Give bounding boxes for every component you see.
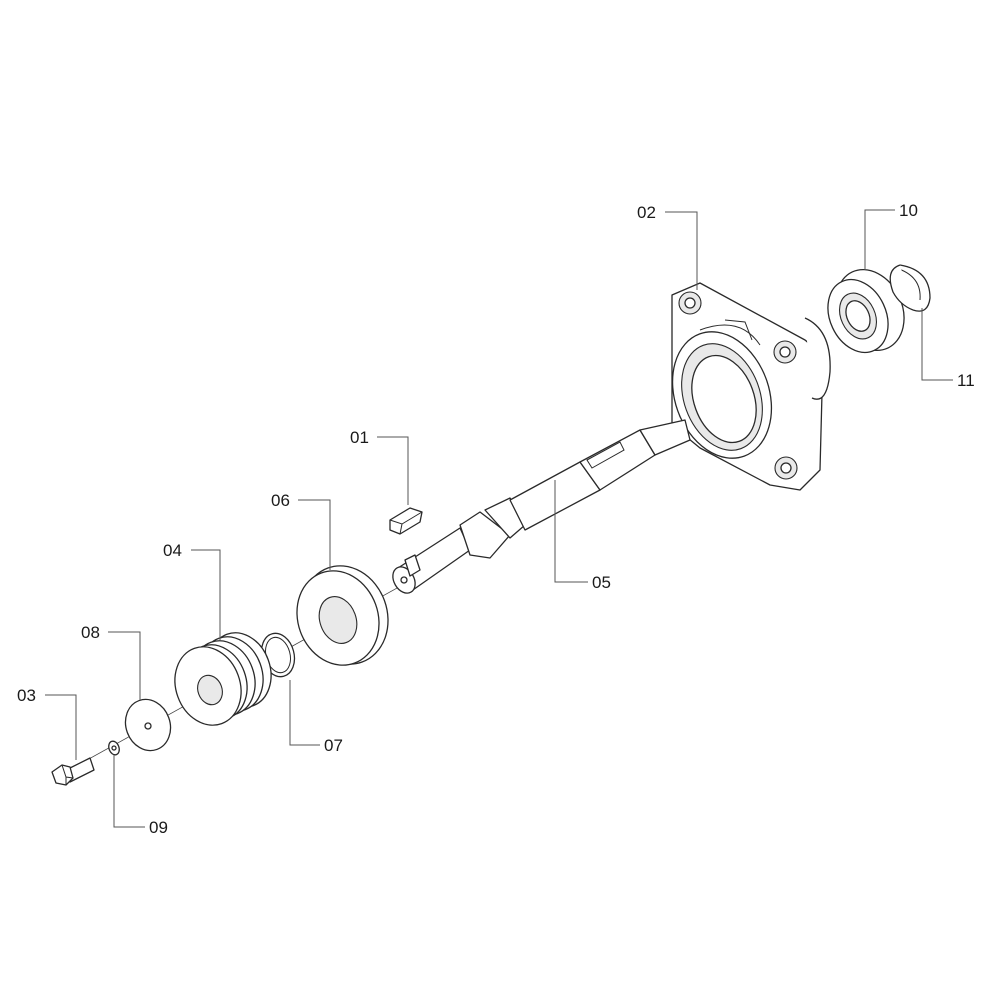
part-key: [389, 507, 423, 535]
part-circlip-large: [889, 264, 931, 312]
part-shaft: [392, 419, 691, 594]
part-flange-housing: [671, 282, 831, 491]
part-washer-small: [108, 740, 120, 756]
part-spacer-ring: [296, 565, 389, 666]
part-washer-large: [124, 698, 172, 752]
callout-label-10: 10: [899, 201, 918, 220]
callout-label-01: 01: [350, 428, 369, 447]
callout-label-06: 06: [271, 491, 290, 510]
callout-label-11: 11: [957, 371, 975, 390]
part-bearing: [827, 268, 905, 354]
callout-label-03: 03: [17, 686, 36, 705]
leader-lines: [45, 209, 953, 828]
callout-label-04: 04: [163, 541, 182, 560]
callout-label-02: 02: [637, 203, 656, 222]
callout-label-07: 07: [324, 736, 343, 755]
callout-label-08: 08: [81, 623, 100, 642]
part-pulley: [174, 632, 272, 726]
callout-label-09: 09: [149, 818, 168, 837]
callout-label-05: 05: [592, 573, 611, 592]
part-bolt: [51, 757, 95, 786]
